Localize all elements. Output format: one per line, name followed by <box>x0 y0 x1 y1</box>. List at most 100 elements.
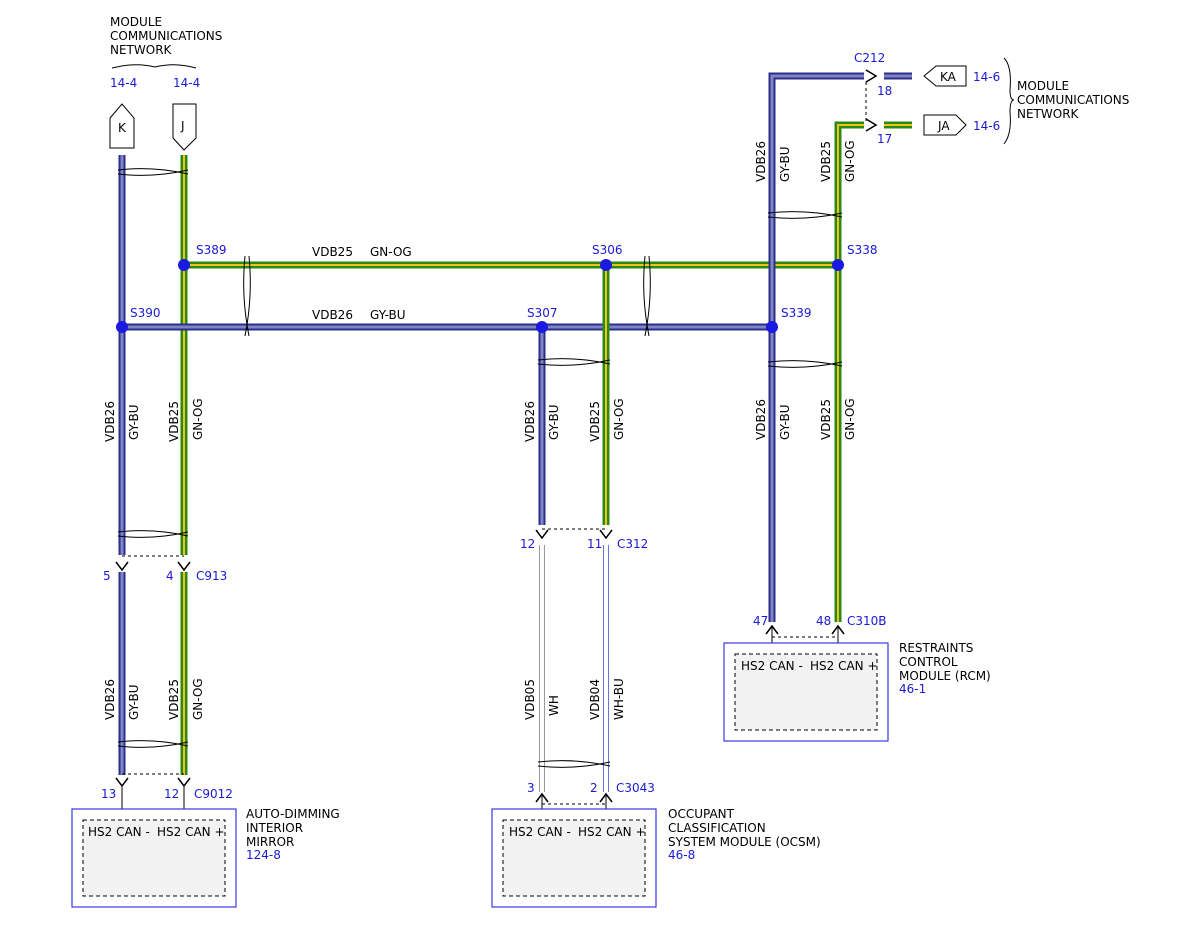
connector-label: C913 <box>196 569 227 583</box>
network-title-line: MODULE <box>1017 79 1069 93</box>
twist-mark <box>643 255 651 337</box>
module-ocsm[interactable]: HS2 CAN - HS2 CAN + OCCUPANT CLASSIFICAT… <box>491 807 821 908</box>
wire-label-color: GN-OG <box>612 398 626 440</box>
module-auto-dimming-mirror[interactable]: HS2 CAN - HS2 CAN + AUTO-DIMMING INTERIO… <box>71 807 340 908</box>
wire-label-circuit: VDB04 <box>588 679 602 720</box>
wire-label-circuit: VDB25 <box>312 245 353 259</box>
twist-marks <box>117 168 843 768</box>
splice-s306: S306 <box>592 243 623 271</box>
connector-arrow-icon <box>115 561 129 572</box>
splice-s338: S338 <box>832 243 878 271</box>
connector-arrow-icon <box>865 118 878 132</box>
page-reference-link[interactable]: 14-6 <box>973 119 1000 133</box>
connector-arrow-icon <box>177 777 191 788</box>
connector-label: C3043 <box>616 781 655 795</box>
twist-mark <box>767 211 843 219</box>
page-reference-link[interactable]: 124-8 <box>246 848 281 862</box>
page-reference-link[interactable]: 46-1 <box>899 682 926 696</box>
page-reference-link[interactable]: 14-4 <box>110 76 137 90</box>
wire-label-color: GY-BU <box>547 404 561 440</box>
module-pin-label: HS2 CAN - <box>741 659 803 673</box>
splice-label: S306 <box>592 243 623 257</box>
connector-tag-label: KA <box>940 70 957 84</box>
module-pin-label: HS2 CAN + <box>578 825 646 839</box>
pin-number: 2 <box>590 781 598 795</box>
twist-mark <box>117 740 189 748</box>
network-title-line: NETWORK <box>110 43 173 57</box>
module-pin-label: HS2 CAN + <box>157 825 225 839</box>
module-name-line: CONTROL <box>899 655 958 669</box>
wire-label-color: GN-OG <box>191 398 205 440</box>
connector-c913: 5 4 C913 <box>103 555 227 583</box>
splice-s389: S389 <box>178 243 227 271</box>
splice-label: S307 <box>527 306 558 320</box>
module-pin-label: HS2 CAN - <box>88 825 150 839</box>
twist-mark <box>767 360 843 368</box>
wire-label-circuit: VDB25 <box>167 401 181 442</box>
module-name-line: SYSTEM MODULE (OCSM) <box>668 835 821 849</box>
brace-icon <box>1003 57 1015 145</box>
splice-s339: S339 <box>766 306 812 333</box>
wire-label-color: WH <box>547 695 561 716</box>
connector-c312: 12 11 C312 <box>520 528 648 551</box>
page-reference-link[interactable]: 14-6 <box>973 70 1000 84</box>
twist-mark <box>537 358 611 366</box>
pin-number: 11 <box>587 537 602 551</box>
module-name-line: MODULE (RCM) <box>899 669 991 683</box>
twist-mark <box>537 760 611 768</box>
network-title-line: NETWORK <box>1017 107 1080 121</box>
network-reference-top-left: MODULE COMMUNICATIONS NETWORK 14-4 14-4 … <box>109 15 222 151</box>
module-name-line: AUTO-DIMMING <box>246 807 340 821</box>
connector-tag-label: J <box>180 119 185 133</box>
wire-right-gn-og <box>834 121 912 622</box>
connector-label: C310B <box>847 614 887 628</box>
connector-tag-label: K <box>118 121 127 135</box>
brace-icon <box>111 64 197 69</box>
wire-label-color: GY-BU <box>127 404 141 440</box>
wire-label-circuit: VDB26 <box>754 141 768 182</box>
wire-label-circuit: VDB26 <box>103 401 117 442</box>
pin-number: 5 <box>103 569 111 583</box>
wire-label-circuit: VDB25 <box>588 401 602 442</box>
pin-number: 3 <box>527 781 535 795</box>
connector-arrow-icon <box>865 69 878 83</box>
pin-number: 4 <box>166 569 174 583</box>
pin-number: 48 <box>816 614 831 628</box>
connector-arrow-icon <box>115 777 129 788</box>
pin-number: 12 <box>164 787 179 801</box>
module-name-line: MIRROR <box>246 835 294 849</box>
pin-number: 12 <box>520 537 535 551</box>
pin-number: 47 <box>753 614 768 628</box>
module-pin-label: HS2 CAN - <box>509 825 571 839</box>
splice-label: S339 <box>781 306 812 320</box>
wire-label-circuit: VDB26 <box>754 399 768 440</box>
module-name-line: INTERIOR <box>246 821 303 835</box>
network-title-line: COMMUNICATIONS <box>1017 93 1129 107</box>
module-inner-box <box>734 653 878 731</box>
module-name-line: OCCUPANT <box>668 807 735 821</box>
wire-right-gy-bu <box>768 72 912 622</box>
wire-label-circuit: VDB25 <box>167 679 181 720</box>
wire-label-circuit: VDB25 <box>819 399 833 440</box>
twist-mark <box>117 168 189 176</box>
module-rcm[interactable]: HS2 CAN - HS2 CAN + RESTRAINTS CONTROL M… <box>723 641 991 742</box>
connector-label: C9012 <box>194 787 233 801</box>
wire-label-color: GN-OG <box>191 678 205 720</box>
wire-label-color: GN-OG <box>843 398 857 440</box>
wire-label-color: GN-OG <box>370 245 412 259</box>
connector-tag-icon <box>923 114 967 136</box>
connector-tag-icon <box>923 65 967 87</box>
splice-s307: S307 <box>527 306 558 333</box>
wire-label-color: GY-BU <box>127 684 141 720</box>
network-title-line: MODULE <box>110 15 162 29</box>
splice-s390: S390 <box>116 306 161 333</box>
wire-label-color: GY-BU <box>778 404 792 440</box>
network-reference-top-right: C212 18 17 KA JA 14-6 14-6 MODULE COMMUN… <box>854 51 1129 146</box>
twist-mark <box>117 530 189 538</box>
connector-arrow-icon <box>177 561 191 572</box>
page-reference-link[interactable]: 14-4 <box>173 76 200 90</box>
connector-label: C312 <box>617 537 648 551</box>
connector-c310b: 47 48 C310B <box>753 614 887 654</box>
page-reference-link[interactable]: 46-8 <box>668 848 695 862</box>
